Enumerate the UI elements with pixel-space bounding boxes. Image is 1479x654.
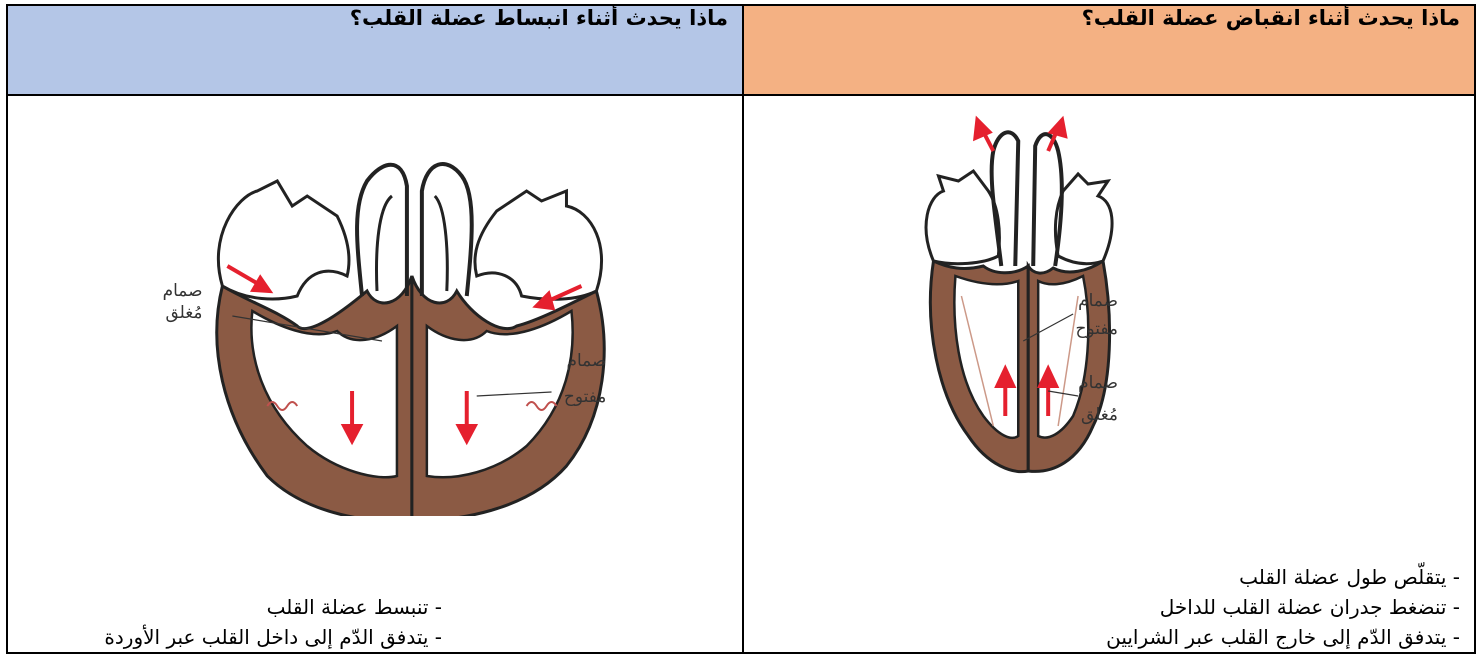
open-valve-label-2: مفتوح	[564, 387, 606, 407]
open-valve-label-1: صمام	[567, 351, 607, 371]
closed-valve-label-1: صمام	[1078, 373, 1118, 393]
relaxation-bullet-1: - تنبسط عضلة القلب	[104, 592, 442, 622]
open-valve-label-2: مفتوح	[1076, 319, 1118, 339]
contraction-heading: ماذا يحدث أثناء انقباض عضلة القلب؟	[744, 6, 1474, 44]
relaxation-heading: ماذا يحدث أثناء انبساط عضلة القلب؟	[8, 6, 742, 44]
open-valve-label-1: صمام	[1078, 291, 1118, 311]
relaxation-cell: صمام مُغلق صمام مفتوح - تنبسط عضلة القلب…	[7, 95, 743, 653]
comparison-table: ماذا يحدث أثناء انبساط عضلة القلب؟ ماذا …	[6, 4, 1476, 654]
contraction-heart-diagram: صمام مفتوح صمام مُغلق	[744, 96, 1474, 516]
aorta	[357, 165, 407, 296]
contraction-cell: صمام مفتوح صمام مُغلق - يتقلّص طول عضلة …	[743, 95, 1475, 653]
closed-valve-label-2: مُغلق	[1081, 405, 1118, 425]
right-atrium	[1055, 174, 1112, 264]
relaxation-heart-diagram: صمام مُغلق صمام مفتوح	[8, 96, 742, 516]
contraction-bullet-2: - تنضغط جدران عضلة القلب للداخل	[1106, 592, 1460, 622]
closed-valve-label-2: مُغلق	[165, 303, 202, 323]
closed-valve-label-1: صمام	[163, 281, 203, 301]
contraction-bullet-1: - يتقلّص طول عضلة القلب	[1106, 562, 1460, 592]
arrow-out-aorta	[975, 120, 993, 151]
relaxation-header-cell: ماذا يحدث أثناء انبساط عضلة القلب؟	[7, 5, 743, 95]
pulmonary-artery	[1033, 134, 1062, 266]
right-atrium	[475, 191, 602, 299]
left-atrium	[926, 171, 999, 264]
relaxation-bullets: - تنبسط عضلة القلب - يتدفق الدّم إلى داخ…	[104, 592, 442, 652]
left-atrium	[218, 181, 349, 299]
contraction-bullets: - يتقلّص طول عضلة القلب - تنضغط جدران عض…	[1106, 562, 1460, 652]
contraction-header-cell: ماذا يحدث أثناء انقباض عضلة القلب؟	[743, 5, 1475, 95]
